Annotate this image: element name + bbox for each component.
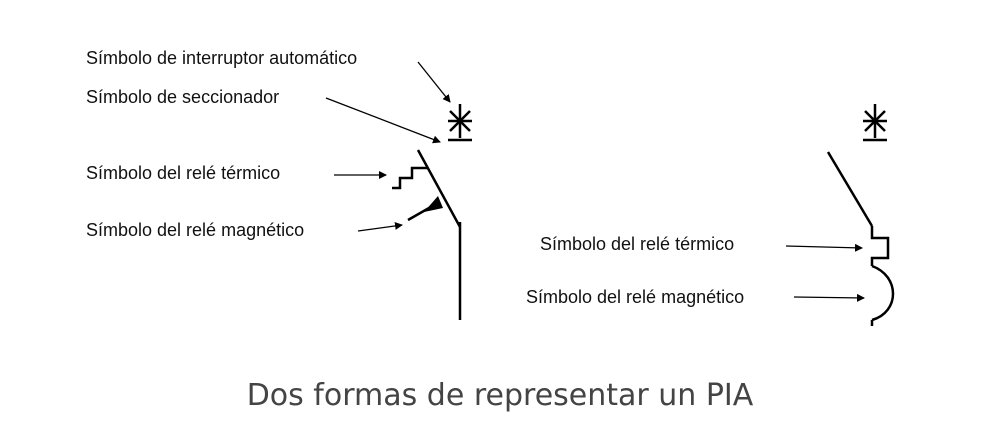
right-leader-lines xyxy=(785,243,865,302)
diagram-drawing xyxy=(325,61,895,326)
left-contact-blade xyxy=(416,149,462,228)
leader-magnetic xyxy=(357,221,403,232)
right-breaker-symbol xyxy=(826,104,895,326)
leader-right-thermal xyxy=(785,243,863,252)
label-thermal-relay-right: Símbolo del relé térmico xyxy=(540,234,735,254)
label-disconnector-symbol: Símbolo de seccionador xyxy=(86,87,280,107)
leader-disconnector xyxy=(325,97,441,144)
leader-right-magnetic xyxy=(793,293,865,302)
left-magnetic-relay-icon xyxy=(407,196,443,222)
right-asterisk-icon xyxy=(863,104,887,142)
left-leader-lines xyxy=(325,61,451,232)
label-thermal-relay-left: Símbolo del relé térmico xyxy=(86,163,281,183)
right-magnetic-relay-icon xyxy=(871,264,895,322)
pia-diagram-figure: Símbolo de interruptor automático Símbol… xyxy=(86,48,895,326)
left-breaker-symbol xyxy=(392,104,472,320)
label-breaker-symbol: Símbolo de interruptor automático xyxy=(86,48,358,68)
figure-caption: Dos formas de representar un PIA xyxy=(246,378,754,413)
right-thermal-relay-icon xyxy=(870,226,890,266)
left-asterisk-icon xyxy=(448,104,472,142)
right-contact-blade xyxy=(826,151,874,227)
leader-breaker xyxy=(417,61,451,103)
label-magnetic-relay-left: Símbolo del relé magnético xyxy=(86,220,305,240)
label-magnetic-relay-right: Símbolo del relé magnético xyxy=(526,287,745,307)
left-thermal-relay-icon xyxy=(392,166,428,190)
